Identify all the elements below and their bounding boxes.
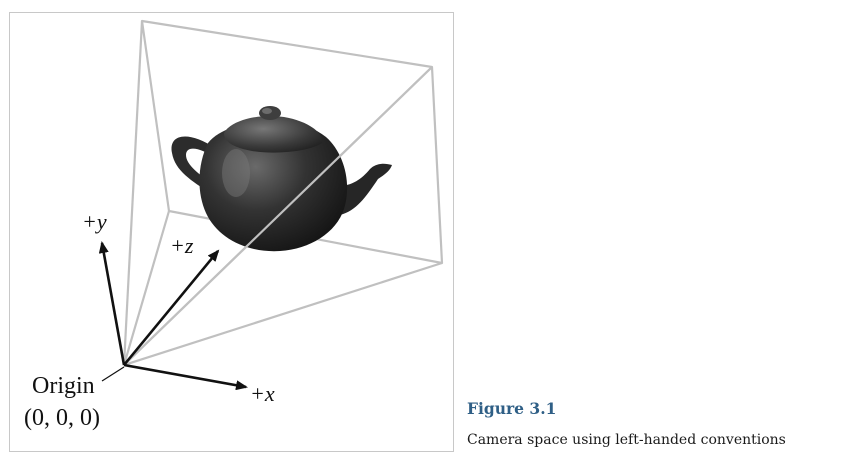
axes <box>98 241 248 391</box>
figure-number: Figure 3.1 <box>467 399 557 418</box>
teapot-body <box>199 121 348 252</box>
z-axis-arrow <box>122 249 220 366</box>
x-axis-arrow <box>123 363 248 391</box>
y-axis-arrow <box>98 241 126 366</box>
teapot-lid <box>224 115 323 153</box>
figure-panel: +y +z +x Origin (0, 0, 0) <box>9 12 454 452</box>
frustum-edge-bottom-right <box>123 261 443 367</box>
frustum-edge-top-left <box>122 20 144 366</box>
origin-pointer <box>101 366 125 382</box>
frustum-edge-bottom-left <box>122 210 171 366</box>
origin-coords: (0, 0, 0) <box>24 405 100 431</box>
y-axis-label: +y <box>82 209 107 234</box>
origin-label: Origin <box>32 373 95 399</box>
figure-caption: Figure 3.1 Camera space using left-hande… <box>467 398 852 451</box>
z-axis-label: +z <box>170 233 194 258</box>
teapot <box>171 106 392 252</box>
x-axis-label: +x <box>250 381 275 406</box>
figure-description: Camera space using left-handed conventio… <box>467 432 786 448</box>
frustum-edge-front-overlay <box>123 66 433 366</box>
camera-space-diagram: +y +z +x Origin (0, 0, 0) <box>24 19 444 431</box>
teapot-lid-knob-highlight <box>262 108 272 114</box>
teapot-highlight <box>222 149 250 197</box>
